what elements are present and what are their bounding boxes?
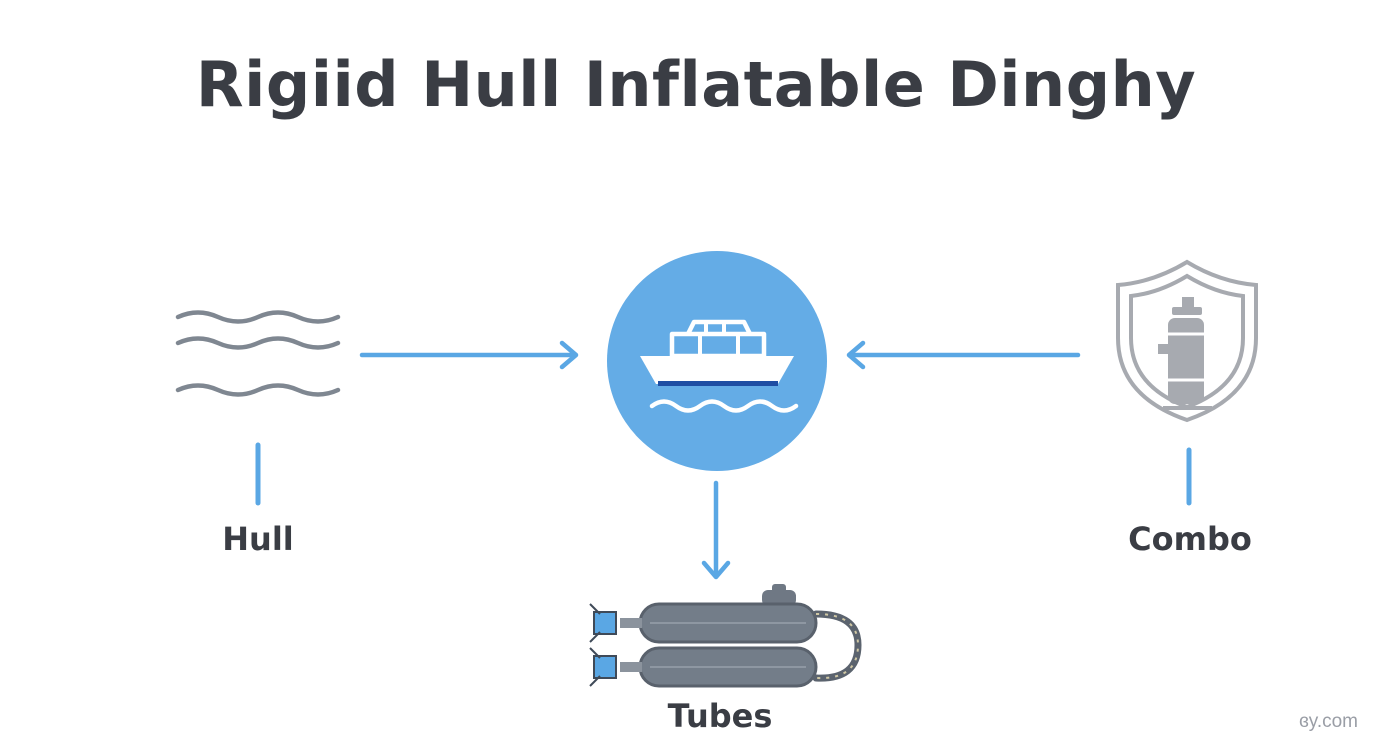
arrow-center-to-tubes [701,480,731,580]
arrow-combo-to-center [846,340,1081,370]
inflatable-tubes-icon [589,584,862,688]
tubes-label: Tubes [667,697,773,735]
shield-tank-icon [1116,259,1258,423]
arrow-hull-to-center [359,340,579,370]
combo-label: Combo [1128,520,1252,558]
watermark: ɞy.com [1299,711,1358,732]
diagram-title: Rigiid Hull Inflatable Dinghy [195,48,1197,121]
waves-icon [175,310,341,397]
boat-icon [607,251,827,471]
hull-label: Hull [222,520,294,558]
